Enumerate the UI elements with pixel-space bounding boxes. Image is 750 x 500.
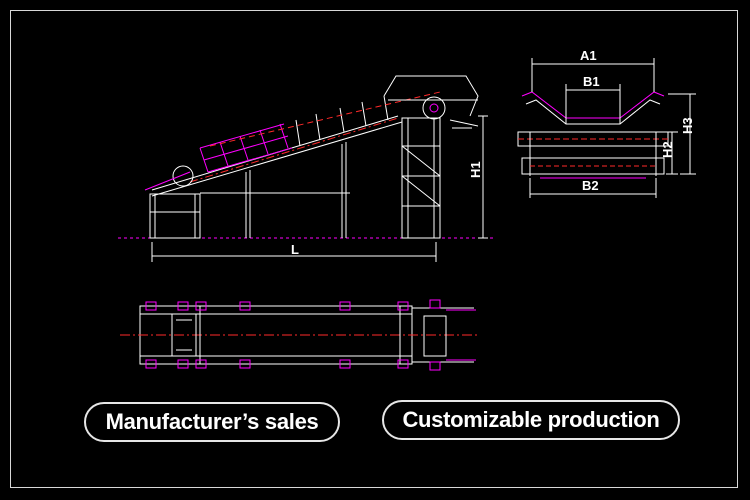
dim-h3-label: H3 xyxy=(680,117,695,134)
dim-h2-label: H2 xyxy=(660,141,675,158)
dim-l-label: L xyxy=(291,242,299,257)
dim-b1-label: B1 xyxy=(583,74,600,89)
outer-frame xyxy=(10,10,738,488)
dim-a1-label: A1 xyxy=(580,48,597,63)
dim-h1-label: H1 xyxy=(468,161,483,178)
customizable-production-badge: Customizable production xyxy=(382,400,680,440)
plan-view-brackets xyxy=(145,299,441,371)
plan-view xyxy=(120,305,480,365)
side-view xyxy=(118,75,495,262)
dim-b2-label: B2 xyxy=(582,178,599,193)
cross-section-view xyxy=(517,58,696,198)
manufacturer-sales-badge: Manufacturer’s sales xyxy=(84,402,340,442)
